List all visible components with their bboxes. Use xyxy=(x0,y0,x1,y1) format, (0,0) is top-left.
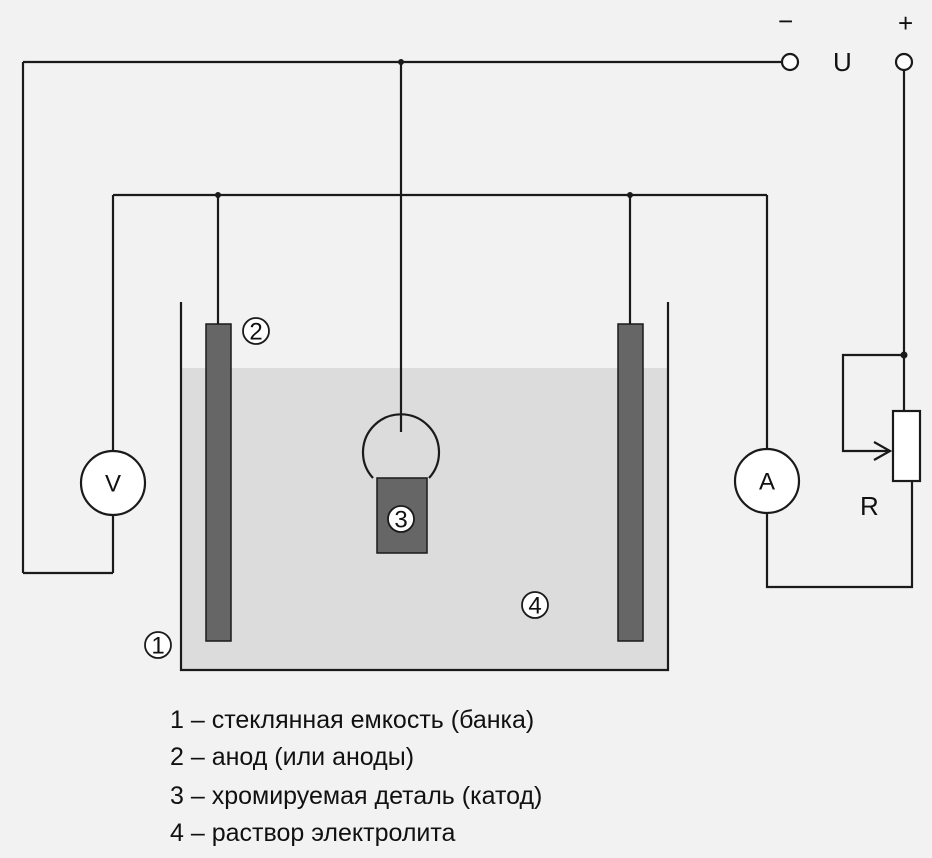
voltmeter xyxy=(79,449,147,517)
marker-cathode: 3 xyxy=(394,507,407,534)
marker-electrolyte: 4 xyxy=(528,593,541,620)
voltmeter-label: V xyxy=(105,471,121,498)
marker-2-circle xyxy=(242,317,270,345)
rheostat-wiper xyxy=(841,353,904,453)
legend-item-electrolyte: 4 – раствор электролита xyxy=(170,819,456,847)
wire-ammeter-bottom xyxy=(765,481,914,589)
plus-sign: + xyxy=(898,8,913,38)
minus-terminal xyxy=(780,52,800,72)
marker-container: 1 xyxy=(151,633,164,660)
ammeter-label: A xyxy=(759,469,775,496)
marker-4-circle xyxy=(521,591,549,619)
voltage-label: U xyxy=(833,47,852,77)
glass-container xyxy=(179,302,670,672)
cathode-hook xyxy=(361,413,441,479)
junction-dot xyxy=(215,192,221,198)
resistor-label: R xyxy=(860,491,879,521)
left-anode xyxy=(205,323,232,642)
marker-1-circle xyxy=(144,631,172,659)
junction-dot xyxy=(627,192,633,198)
minus-sign: − xyxy=(778,6,793,36)
right-anode xyxy=(617,323,644,642)
plus-terminal xyxy=(894,52,914,72)
legend-item-anode: 2 – анод (или аноды) xyxy=(170,743,414,771)
marker-anode: 2 xyxy=(249,319,262,346)
marker-3-circle xyxy=(387,505,415,533)
legend-item-container: 1 – стеклянная емкость (банка) xyxy=(170,706,534,734)
junction-dot xyxy=(398,59,404,65)
rheostat xyxy=(891,409,922,483)
wiper-arrow-icon xyxy=(873,441,893,461)
legend-item-cathode: 3 – хромируемая деталь (катод) xyxy=(170,782,542,810)
